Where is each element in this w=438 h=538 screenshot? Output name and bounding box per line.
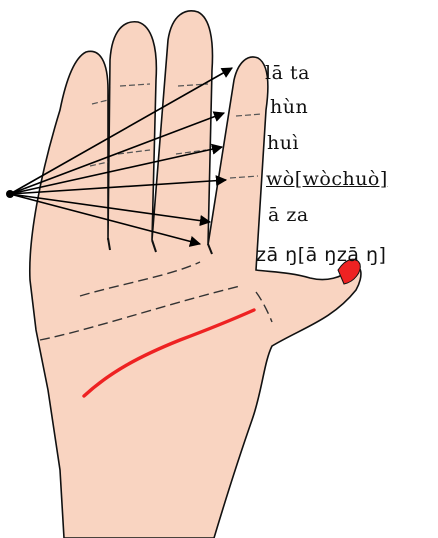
- label-5: ā za: [268, 204, 309, 226]
- label-2: hùn: [270, 96, 308, 118]
- hand-outline: [30, 11, 361, 538]
- label-6: zā ŋ[ā ŋzā ŋ]: [256, 244, 386, 266]
- label-3: huì: [267, 132, 299, 154]
- label-4: wò[wòchuò]: [266, 168, 388, 190]
- arrow-origin-dot: [6, 190, 14, 198]
- label-1: lā ta: [265, 62, 310, 84]
